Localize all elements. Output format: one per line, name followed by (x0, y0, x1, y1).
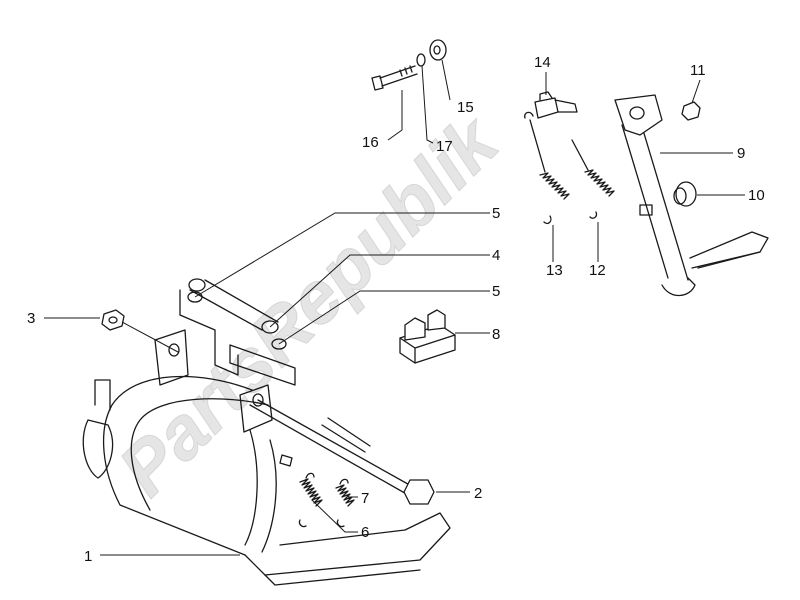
side-stand-part (614, 94, 769, 297)
pivot-pin-part (534, 91, 578, 119)
long-bolt-part (249, 399, 435, 505)
callout-7: 7 (361, 490, 369, 507)
callout-10: 10 (748, 187, 765, 204)
callout-6: 6 (361, 524, 369, 541)
small-washer-part (416, 53, 426, 67)
callout-5a: 5 (492, 205, 500, 222)
tube-spacer-part (179, 278, 296, 386)
spring-part (335, 478, 355, 528)
callout-9: 9 (737, 145, 745, 162)
washer-part (187, 291, 203, 303)
spring-part (298, 472, 323, 528)
callout-3: 3 (27, 310, 35, 327)
stand-nut-part (681, 101, 701, 121)
callout-12: 12 (589, 262, 606, 279)
bolt-part (371, 65, 418, 91)
watermark-text: PartsRepublik (103, 98, 516, 511)
center-stand-part (82, 329, 451, 586)
callout-4: 4 (492, 247, 500, 264)
large-washer-part (429, 39, 447, 61)
washer-part (271, 338, 287, 350)
callout-2: 2 (474, 485, 482, 502)
callout-8: 8 (492, 326, 500, 343)
callout-14: 14 (534, 54, 551, 71)
nut-part (101, 309, 125, 331)
rubber-buffer-part (399, 309, 456, 364)
callout-5b: 5 (492, 283, 500, 300)
callout-15: 15 (457, 99, 474, 116)
callout-16: 16 (362, 134, 379, 151)
callout-1: 1 (84, 548, 92, 565)
stand-rubber-part (673, 181, 697, 207)
callout-labels: 1 2 3 4 5 5 6 7 8 9 10 11 12 13 14 15 16… (27, 54, 765, 565)
stand-spring-part (524, 111, 570, 225)
stand-spring-part (571, 139, 615, 219)
callout-11: 11 (690, 62, 706, 79)
callout-17: 17 (436, 138, 453, 155)
leader-lines (44, 59, 745, 556)
callout-13: 13 (546, 262, 563, 279)
